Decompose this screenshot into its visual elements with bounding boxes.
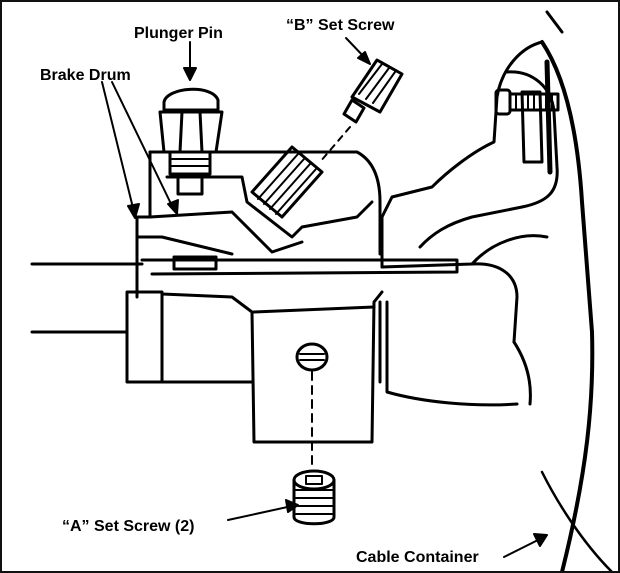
a-set-screw-label: “A” Set Screw (2) [62,518,195,535]
leader-arrows [101,37,548,558]
shaft [30,255,459,334]
cable-container-housing [380,10,613,571]
right-screw [494,88,560,116]
plunger-pin [158,87,224,196]
brake-drum-label: Brake Drum [40,67,131,84]
b-set-screw-label: “B” Set Screw [286,17,395,34]
cable-container-label: Cable Container [356,549,479,566]
a-set-screw-loose [292,469,336,526]
brake-drum-body [125,150,384,444]
a-set-screw-hole [295,342,329,465]
b-set-screw-installed [250,145,324,219]
b-set-screw-loose [319,58,404,163]
plunger-pin-label: Plunger Pin [134,25,223,42]
